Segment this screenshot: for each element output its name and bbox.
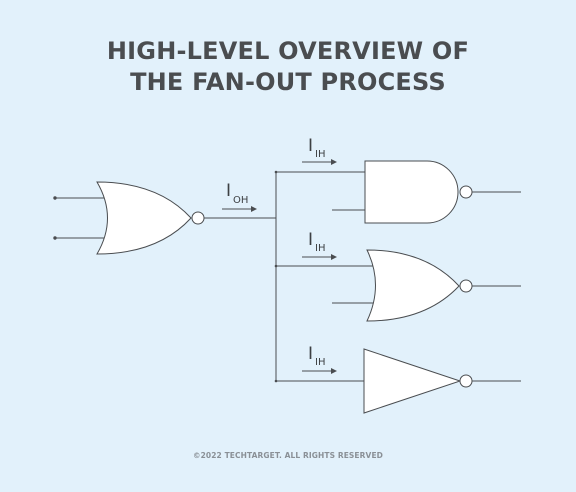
not-bubble	[459, 374, 473, 388]
ioh-label: I	[226, 181, 231, 201]
driver-input-dot-1	[53, 196, 57, 200]
nand-bubble	[459, 185, 473, 199]
iih-label-2: I	[308, 230, 313, 250]
iih-subscript-2: IH	[315, 243, 325, 254]
nor-bubble	[459, 279, 473, 293]
iih-label-3: I	[308, 344, 313, 364]
bus-junction-2	[274, 264, 278, 268]
diagram-title: HIGH-LEVEL OVERVIEW OF THE FAN-OUT PROCE…	[0, 36, 576, 98]
not-gate	[363, 348, 462, 414]
iih-subscript-3: IH	[315, 357, 325, 368]
iih-label-1: I	[308, 136, 313, 156]
driver-input-dot-2	[53, 236, 57, 240]
title-line-1: HIGH-LEVEL OVERVIEW OF	[106, 37, 470, 65]
ioh-subscript: OH	[233, 195, 248, 206]
driver-nor-bubble	[191, 211, 205, 225]
bus-junction-3	[274, 379, 278, 383]
nand-gate	[364, 160, 459, 224]
title-line-2: THE FAN-OUT PROCESS	[130, 68, 446, 96]
iih-subscript-1: IH	[315, 149, 325, 160]
bus-junction-1	[274, 170, 278, 174]
nor-gate	[366, 249, 460, 322]
copyright-footer: ©2022 TECHTARGET. ALL RIGHTS RESERVED	[193, 451, 383, 460]
driver-nor-gate	[96, 181, 192, 255]
